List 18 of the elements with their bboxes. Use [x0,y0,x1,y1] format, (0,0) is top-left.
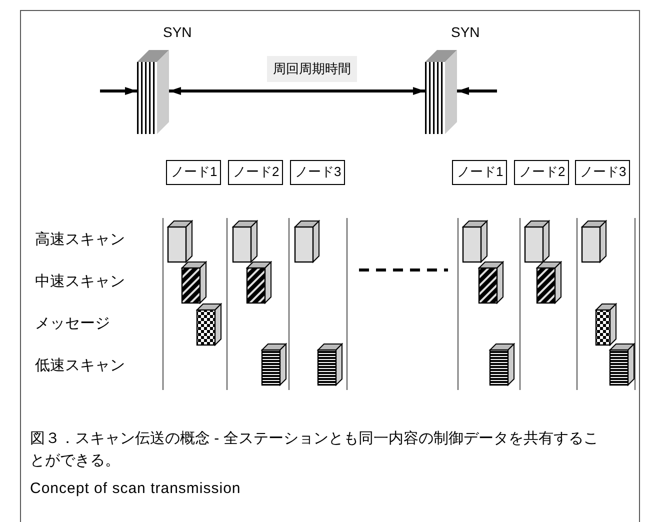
figure-caption: 図３．スキャン伝送の概念 - 全ステーションとも同一内容の制御データを共有することができる。 [30,429,600,471]
row-label: 高速スキャン [35,230,125,249]
row-label: メッセージ [35,314,110,333]
edge-label: 周回周期時間 [267,56,357,82]
node-label: ノード1 [166,160,221,185]
row-label: 低速スキャン [35,356,125,375]
node-label: ノード2 [228,160,283,185]
frame-label: SYN [451,24,480,40]
node-label: ノード2 [514,160,569,185]
caption-text: Concept of scan transmission [30,480,241,497]
frame-label: SYN [163,24,192,40]
arrow [169,87,425,95]
row-label: 中速スキャン [35,272,125,291]
node-label: ノード3 [575,160,630,185]
node-label: ノード1 [452,160,507,185]
arrow [100,87,137,95]
node-label: ノード3 [290,160,345,185]
arrow [457,87,497,95]
